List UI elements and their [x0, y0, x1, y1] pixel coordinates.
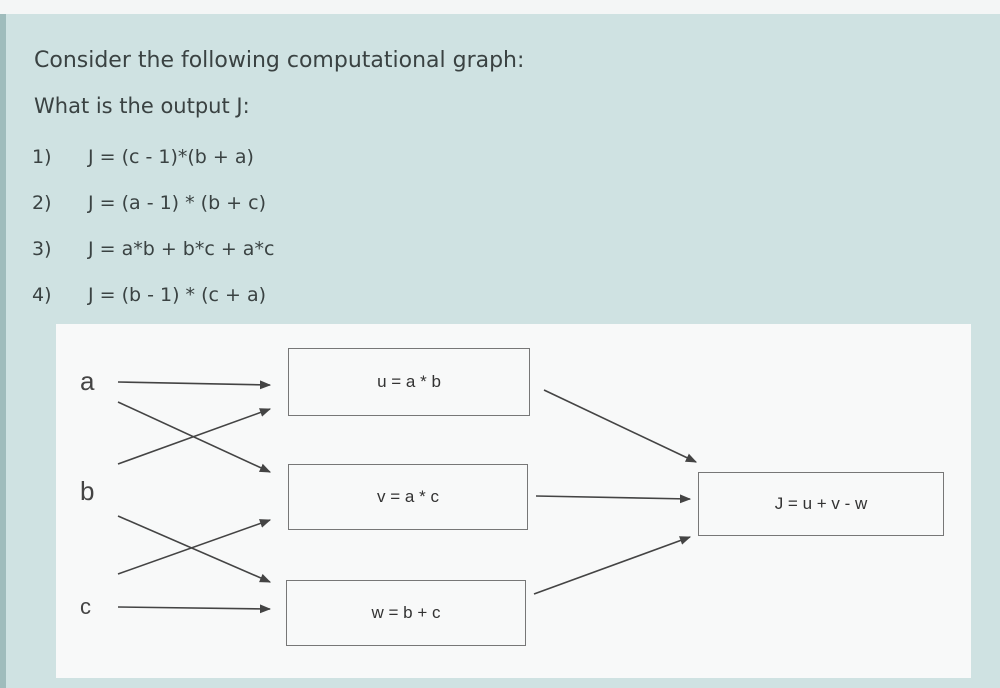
option-number: 2) — [32, 192, 52, 214]
edge-w-j — [533, 536, 692, 595]
option-4[interactable]: 4) J = (b - 1) * (c + a) — [32, 284, 266, 306]
option-number: 1) — [32, 146, 52, 168]
input-c: c — [80, 594, 91, 619]
node-u: u = a * b — [288, 348, 530, 416]
node-w-label: w = b + c — [371, 603, 441, 622]
option-1[interactable]: 1) J = (c - 1)*(b + a) — [32, 146, 254, 168]
option-number: 3) — [32, 238, 52, 260]
edge-c-w — [117, 604, 272, 614]
node-j-label: J = u + v - w — [774, 494, 868, 513]
option-2[interactable]: 2) J = (a - 1) * (b + c) — [32, 192, 266, 214]
node-v-label: v = a * c — [377, 487, 439, 506]
option-text: J = (c - 1)*(b + a) — [88, 146, 254, 168]
edge-u-j — [543, 389, 698, 463]
node-v: v = a * c — [288, 464, 528, 530]
input-b: b — [80, 476, 95, 506]
edge-c-v — [117, 519, 272, 575]
edge-b-w — [117, 515, 272, 583]
input-a: a — [80, 366, 95, 396]
question-prompt: What is the output J: — [34, 94, 250, 118]
node-j: J = u + v - w — [698, 472, 944, 536]
edge-v-j — [535, 494, 692, 504]
edge-a-u — [117, 380, 272, 390]
node-u-label: u = a * b — [377, 372, 441, 391]
node-w: w = b + c — [286, 580, 526, 646]
top-bar — [0, 0, 1000, 14]
option-text: J = a*b + b*c + a*c — [88, 238, 275, 260]
option-3[interactable]: 3) J = a*b + b*c + a*c — [32, 238, 274, 260]
question-title: Consider the following computational gra… — [34, 48, 525, 73]
option-number: 4) — [32, 284, 52, 306]
option-text: J = (b - 1) * (c + a) — [88, 284, 267, 306]
computational-graph: a b c u = a * b v = a * c w = b + c J = … — [56, 324, 971, 678]
graph-edges — [117, 380, 698, 614]
edge-b-u — [117, 408, 272, 465]
option-text: J = (a - 1) * (b + c) — [88, 192, 267, 214]
